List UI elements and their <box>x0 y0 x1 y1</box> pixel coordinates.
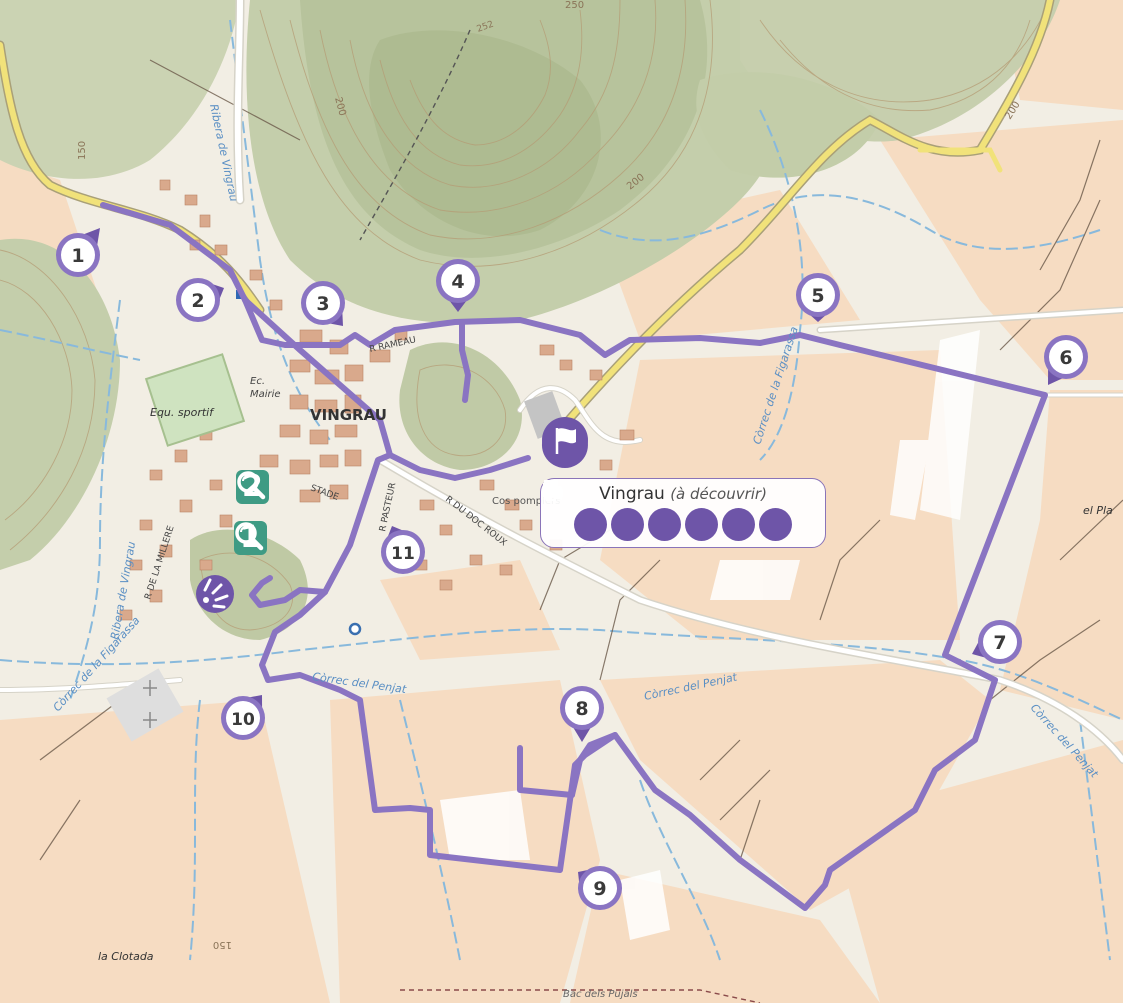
label-equ-sportif: Equ. sportif <box>150 406 215 419</box>
label-la-clotada: la Clotada <box>98 950 154 963</box>
village-card-title: Vingrau (à découvrir) <box>549 483 817 505</box>
route-marker-face <box>983 625 1017 659</box>
label-contour-250: 250 <box>565 0 584 11</box>
route-markers: 1 2 3 4 5 6 7 8 9 10 11 <box>56 228 1088 910</box>
info-icon <box>547 480 755 541</box>
start-flag-marker[interactable] <box>541 417 588 468</box>
village-card-note: (à découvrir) <box>670 485 767 503</box>
route-marker-10[interactable]: 10 <box>221 695 265 740</box>
route-marker-face <box>61 238 95 272</box>
route-marker-number: 7 <box>993 632 1006 654</box>
route-marker-3[interactable]: 3 <box>301 281 345 326</box>
magnifier-icon <box>237 471 266 500</box>
route-marker-face <box>801 278 835 312</box>
route-marker-pointer <box>572 726 592 742</box>
route-marker-number: 1 <box>71 245 84 267</box>
label-el-pla: el Pla <box>1083 504 1113 517</box>
village-services <box>543 480 817 541</box>
route-marker-face <box>226 701 260 735</box>
route-marker-number: 8 <box>575 698 588 720</box>
viewpoint-icon <box>196 575 234 613</box>
water-tap-icon <box>544 481 792 541</box>
route-marker-face <box>441 264 475 298</box>
label-bac-pujals: Bac dels Pujals <box>563 989 638 1000</box>
search-point-2[interactable]: 2 <box>236 470 269 504</box>
bed-icon <box>543 483 681 541</box>
route-marker-face <box>1049 340 1083 374</box>
route-marker-pointer <box>82 228 100 247</box>
route-marker-pointer <box>448 299 468 312</box>
route-marker-face <box>565 691 599 725</box>
label-contour-200-a: 200 <box>332 96 348 117</box>
route-marker-6[interactable]: 6 <box>1044 335 1088 385</box>
village-card-name: Vingrau <box>599 484 665 504</box>
route-marker-face <box>181 283 215 317</box>
route-marker-number: 3 <box>316 293 329 315</box>
label-contour-150-top: 150 <box>77 141 88 160</box>
route-marker-2[interactable]: 2 <box>176 278 224 322</box>
search-point-1[interactable]: 1 <box>234 521 267 555</box>
route-marker-number: 10 <box>231 710 255 730</box>
route-marker-7[interactable]: 7 <box>972 620 1022 664</box>
route-marker-face <box>583 871 617 905</box>
route-marker-number: 5 <box>811 285 824 307</box>
village-info-card[interactable]: Vingrau (à découvrir) <box>540 478 826 548</box>
route-marker-number: 2 <box>191 290 204 312</box>
label-contour-150-bottom: 150 <box>213 939 232 950</box>
route-marker-11[interactable]: 11 <box>381 526 425 574</box>
route-marker-number: 6 <box>1059 347 1072 369</box>
route-marker-8[interactable]: 8 <box>560 686 604 742</box>
route-marker-1[interactable]: 1 <box>56 228 100 277</box>
route-marker-number: 11 <box>391 544 415 564</box>
route-marker-face <box>306 286 340 320</box>
village-label: VINGRAU <box>310 406 387 424</box>
route-marker-number: 4 <box>451 271 464 293</box>
village-buildings <box>119 179 635 621</box>
wine-glass-icon <box>543 480 718 541</box>
picnic-icon <box>543 480 644 541</box>
route-marker-9[interactable]: 9 <box>578 866 622 910</box>
hiking-route <box>100 202 1048 911</box>
magnifier-icon <box>235 522 264 551</box>
route-marker-face <box>386 535 420 569</box>
label-ec: Ec. <box>250 376 265 387</box>
route-marker-number: 9 <box>593 878 606 900</box>
label-mairie: Mairie <box>250 389 281 400</box>
route-marker-4[interactable]: 4 <box>436 259 480 312</box>
castle-icon <box>544 483 607 541</box>
label-cos-pompiers: Cos pompiers <box>492 496 560 507</box>
route-marker-5[interactable]: 5 <box>796 273 840 322</box>
